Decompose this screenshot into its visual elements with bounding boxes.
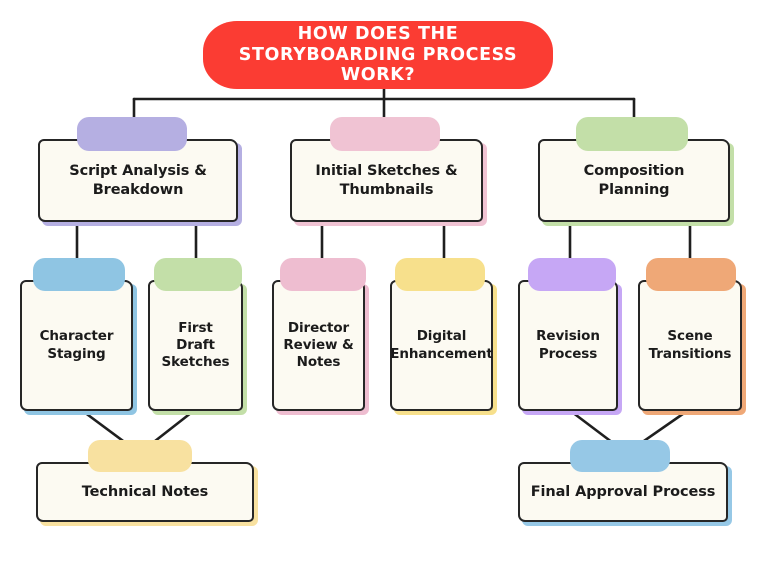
node-card: Initial Sketches & Thumbnails — [290, 139, 483, 222]
node-card: Composition Planning — [538, 139, 730, 222]
node-tab — [570, 440, 670, 472]
node-tab — [280, 258, 366, 291]
node-character-staging[interactable]: Character Staging — [20, 258, 137, 415]
node-label: Scene Transitions — [648, 328, 732, 362]
node-tab — [88, 440, 192, 472]
node-composition-planning[interactable]: Composition Planning — [538, 117, 734, 226]
node-label: Director Review & Notes — [283, 319, 354, 371]
node-first-draft-sketches[interactable]: First Draft Sketches — [148, 258, 247, 415]
node-label: Initial Sketches & Thumbnails — [315, 162, 458, 198]
node-digital-enhancement[interactable]: Digital Enhancement — [390, 258, 497, 415]
node-card: Technical Notes — [36, 462, 254, 522]
node-tab — [33, 258, 125, 291]
node-label: Technical Notes — [81, 483, 209, 500]
node-tab — [154, 258, 242, 291]
node-card: Revision Process — [518, 280, 618, 411]
node-script-analysis[interactable]: Script Analysis & Breakdown — [38, 117, 242, 226]
node-technical-notes[interactable]: Technical Notes — [36, 440, 258, 526]
node-tab — [395, 258, 485, 291]
node-tab — [330, 117, 440, 151]
node-label: Digital Enhancement — [390, 328, 493, 362]
node-card: Final Approval Process — [518, 462, 728, 522]
node-label: Revision Process — [536, 328, 600, 362]
node-card: Digital Enhancement — [390, 280, 493, 411]
page-title: How does the Storyboarding Process Work? — [238, 24, 518, 86]
node-tab — [576, 117, 688, 151]
node-final-approval-process[interactable]: Final Approval Process — [518, 440, 732, 526]
node-tab — [528, 258, 616, 291]
node-tab — [646, 258, 736, 291]
node-label: Composition Planning — [583, 162, 685, 198]
node-card: First Draft Sketches — [148, 280, 243, 411]
node-label: First Draft Sketches — [161, 319, 230, 371]
node-card: Script Analysis & Breakdown — [38, 139, 238, 222]
node-initial-sketches[interactable]: Initial Sketches & Thumbnails — [290, 117, 487, 226]
node-director-review[interactable]: Director Review & Notes — [272, 258, 369, 415]
node-revision-process[interactable]: Revision Process — [518, 258, 622, 415]
page-title-banner: How does the Storyboarding Process Work? — [203, 21, 553, 89]
node-label: Script Analysis & Breakdown — [69, 162, 207, 198]
node-label: Character Staging — [39, 328, 114, 362]
node-scene-transitions[interactable]: Scene Transitions — [638, 258, 746, 415]
node-card: Scene Transitions — [638, 280, 742, 411]
node-card: Director Review & Notes — [272, 280, 365, 411]
node-card: Character Staging — [20, 280, 133, 411]
node-tab — [77, 117, 187, 151]
node-label: Final Approval Process — [530, 483, 716, 500]
